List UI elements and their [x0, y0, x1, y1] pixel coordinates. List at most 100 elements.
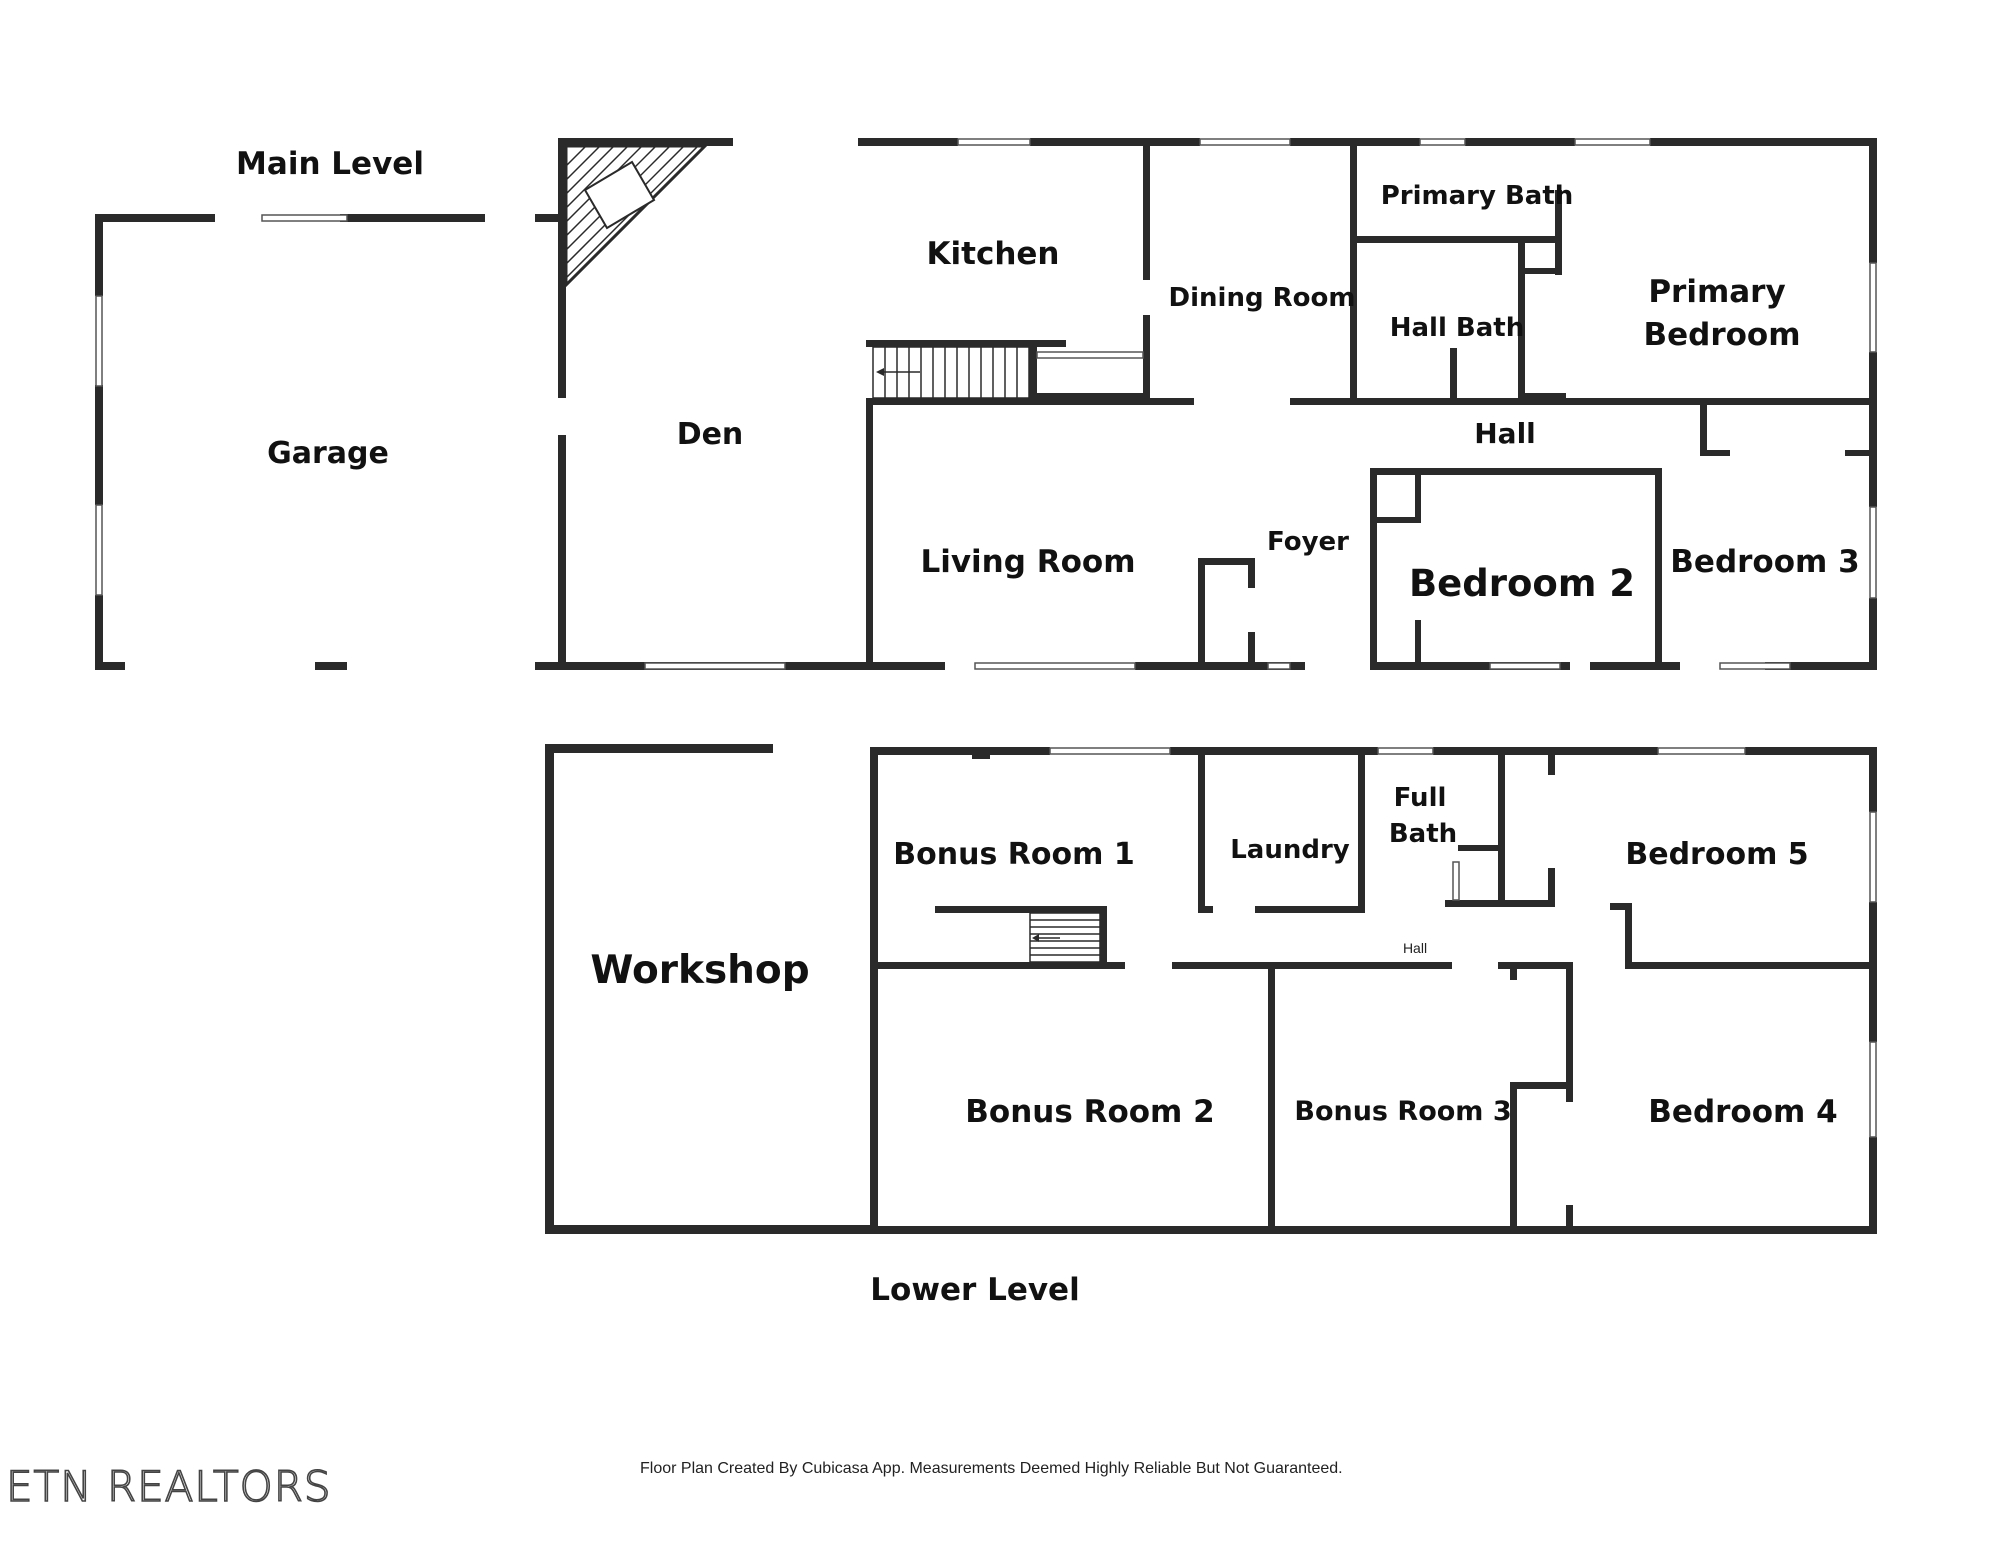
bedroom2-door-stub	[1415, 620, 1421, 670]
laundry-top-window	[1377, 747, 1434, 755]
laundry-wall-right	[1358, 750, 1365, 913]
laundry-wall-left	[1198, 750, 1205, 910]
bed5-wall-left-top	[1548, 750, 1555, 775]
workshop-wall-top	[545, 744, 773, 753]
bedroom-3-label: Bedroom 3	[1670, 544, 1859, 580]
lower-top-wall-c	[1433, 747, 1658, 755]
bonus2-bonus3-wall	[1268, 962, 1275, 1232]
main-level-windows	[95, 138, 1877, 670]
laundry-label: Laundry	[1230, 835, 1350, 865]
stair-wall-right	[1030, 340, 1037, 400]
lower-left-wall	[870, 747, 878, 1234]
hall-lower-wall-top	[1172, 962, 1452, 969]
fireplace-box	[583, 160, 656, 230]
lower-stairs	[1029, 912, 1101, 963]
garage-wall-top-left	[95, 214, 215, 222]
bed5-wall-left-bottom	[1548, 868, 1555, 907]
room-labels: Garage Den Kitchen Dining Room Primary B…	[267, 181, 1860, 1130]
hall-lower-label: Hall	[1403, 940, 1427, 956]
lower-level-windows	[1049, 747, 1877, 1138]
etn-realtors-logo: ETN REALTORS	[5, 1461, 332, 1512]
living-wall-top	[866, 398, 1194, 405]
lower-right-wall-top	[1869, 747, 1877, 812]
main-top-wall-right	[1650, 138, 1877, 146]
lower-top-wall-d	[1745, 747, 1877, 755]
main-bottom-wall-b	[1135, 662, 1305, 670]
primary-bath-label: Primary Bath	[1381, 181, 1574, 211]
pantry-wall	[1030, 393, 1143, 400]
den-label: Den	[677, 417, 744, 452]
main-level-label: Main Level	[236, 146, 424, 182]
level-labels: Main Level Lower Level	[236, 146, 1080, 1308]
dining-top-window	[1199, 138, 1291, 146]
fireplace	[564, 144, 709, 289]
lower-top-wall-a	[870, 747, 1050, 755]
garage-wall-bottom-mid	[315, 662, 347, 670]
bedroom3-closet-wall	[1700, 405, 1707, 455]
fullbath-vanity	[1452, 861, 1460, 901]
main-stairs-arrowhead	[876, 368, 884, 376]
foyer-label: Foyer	[1267, 527, 1349, 557]
kitchen-label: Kitchen	[926, 236, 1059, 272]
main-stairs	[872, 346, 1031, 399]
bedroom2-closet-bottom	[1370, 517, 1421, 523]
main-right-wall-bottom	[1869, 598, 1877, 670]
main-top-wall-dining	[1290, 138, 1420, 146]
main-level-walls	[95, 138, 1877, 670]
bonus-room-3-label: Bonus Room 3	[1294, 1096, 1511, 1127]
garage-label: Garage	[267, 436, 389, 471]
living-room-label: Living Room	[920, 544, 1135, 580]
primary-bed-stub	[1518, 393, 1566, 400]
foyer-closet-left	[1198, 558, 1205, 670]
foyer-closet-right-bottom	[1248, 632, 1255, 670]
full-bath-label-1: Full	[1394, 783, 1447, 813]
den-wall-bottom	[535, 662, 645, 670]
bed2-bottom-window	[1489, 662, 1561, 670]
primary-bedroom-wall-bottom	[1630, 398, 1877, 405]
foyer-bottom-window	[1267, 662, 1291, 670]
foyer-closet-top	[1198, 558, 1255, 565]
bed5-right-window	[1869, 811, 1877, 903]
primary-bedroom-label-1: Primary	[1648, 274, 1785, 310]
garage-wall-left-mid	[95, 385, 103, 505]
garage-wall-left-bottom	[95, 595, 103, 670]
garage-wall-top-stub	[535, 214, 565, 222]
laundry-wall-bottom-left	[1198, 906, 1213, 913]
workshop-wall-left	[545, 744, 554, 1234]
fireplace-hatch-line	[565, 145, 615, 195]
workshop-label: Workshop	[590, 948, 809, 993]
bedroom-4-label: Bedroom 4	[1648, 1094, 1837, 1130]
main-top-wall-mid	[1030, 138, 1200, 146]
den-garage-wall-upper	[558, 138, 566, 398]
garage-left-window-2	[95, 504, 103, 596]
main-bottom-wall-c	[1370, 662, 1570, 670]
closet-wall-left-lower	[1510, 1082, 1517, 1232]
full-bath-label-2: Bath	[1389, 819, 1457, 849]
stair-wall-top	[866, 340, 1066, 347]
primary-bath-wall-bottom	[1350, 236, 1560, 243]
dining-room-label: Dining Room	[1169, 283, 1356, 313]
den-garage-wall-lower	[558, 435, 566, 670]
workshop-wall-bottom	[545, 1225, 875, 1234]
main-right-wall-mid	[1869, 352, 1877, 507]
lower-level-label: Lower Level	[870, 1272, 1079, 1308]
den-bottom-window	[644, 662, 786, 670]
lower-stair-treads	[1030, 919, 1100, 956]
bedroom3-closet-wall-bottom	[1700, 450, 1730, 456]
garage-wall-left-top	[95, 214, 103, 296]
bonus2-wall-top	[870, 962, 1125, 969]
lower-top-stub	[972, 747, 990, 759]
fireplace-hatch-line	[565, 145, 601, 181]
bedroom2-bedroom3-wall	[1655, 468, 1662, 670]
bonus-room-2-label: Bonus Room 2	[965, 1094, 1214, 1130]
main-top-wall-kitchen	[858, 138, 958, 146]
primary-right-window	[1869, 262, 1877, 353]
fullbath-wall-right	[1498, 750, 1505, 900]
living-wall-left	[866, 398, 873, 670]
garage-wall-top-right	[340, 214, 485, 222]
bed5-closet-wall	[1610, 903, 1632, 910]
lower-right-wall-bottom	[1869, 1137, 1877, 1234]
bonus1-stair-wall	[935, 906, 1105, 913]
lower-right-wall-mid	[1869, 902, 1877, 1042]
bedroom2-closet-wall	[1415, 468, 1421, 523]
